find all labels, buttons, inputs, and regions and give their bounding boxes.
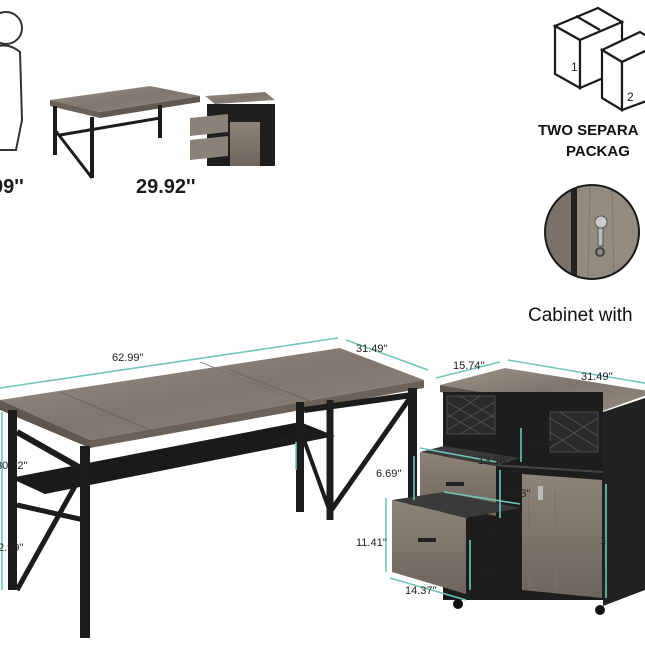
packages-line-2: PACKAG	[566, 143, 630, 160]
drawer-width-label: 13.58''	[478, 455, 510, 467]
drawer-gap-label: 4.33''	[505, 488, 531, 500]
dimension-lines	[0, 337, 645, 601]
door-height-label: 18.5''	[600, 535, 626, 547]
package-1-number: 1	[571, 60, 578, 74]
cabinet-top-gap-label: 6.69''	[530, 439, 556, 451]
packages-line-1: TWO SEPARA	[538, 122, 639, 139]
package-box-2-icon	[599, 30, 645, 112]
shelf-depth-label: 7.08''	[266, 435, 292, 447]
person-silhouette-icon	[0, 11, 24, 151]
leg-width-label: 2.99''	[0, 542, 24, 554]
cabinet-lock-detail-image	[544, 184, 640, 280]
desk-image	[0, 348, 424, 638]
desk-height-dim-label: 30.82''	[0, 460, 28, 472]
cabinet-length-label: 31.49''	[581, 371, 613, 383]
drawer2-depth-label: 5.9''	[476, 566, 496, 578]
left-height-label: 99''	[0, 176, 24, 198]
desk-height-label: 29.92''	[136, 176, 196, 198]
package-2-number: 2	[627, 90, 634, 104]
total-height-label: 11.41''	[356, 537, 387, 549]
cabinet-width-label: 15.74''	[453, 360, 485, 372]
drawer-height-label: 6.69''	[376, 468, 402, 480]
desk-length-label: 62.99''	[112, 352, 144, 364]
cabinet-lock-caption: Cabinet with	[528, 305, 633, 326]
desk-thumbnail-image	[50, 86, 275, 179]
desk-depth-label: 31.49''	[356, 343, 388, 355]
base-depth-label: 14.37''	[405, 585, 437, 597]
drawer2-width-label: 13.77''	[482, 525, 514, 537]
